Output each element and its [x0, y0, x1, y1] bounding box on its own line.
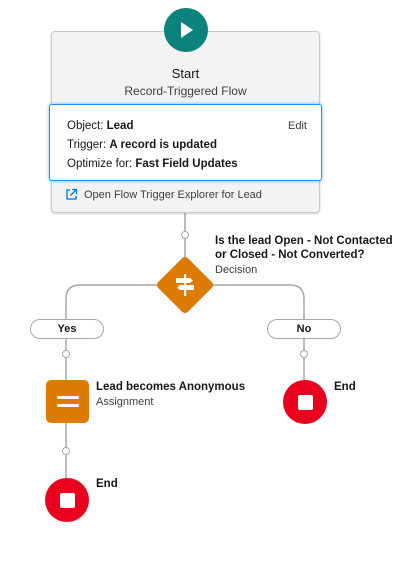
- object-label: Object:: [67, 120, 104, 132]
- trigger-row: Trigger: A record is updated: [67, 139, 217, 151]
- start-title: Start: [171, 66, 200, 81]
- end-label-yes: End: [96, 478, 118, 490]
- decision-icon: [176, 274, 194, 296]
- assignment-icon-bar: [56, 404, 79, 407]
- branch-yes-label[interactable]: Yes: [30, 319, 104, 339]
- add-element-dot[interactable]: [62, 350, 70, 358]
- end-node-no[interactable]: [283, 380, 327, 424]
- assignment-node[interactable]: [46, 380, 89, 423]
- optimize-label: Optimize for:: [67, 158, 133, 170]
- end-node-yes[interactable]: [45, 478, 89, 522]
- assignment-label: Lead becomes Anonymous: [96, 381, 246, 393]
- start-node-icon[interactable]: [164, 8, 208, 52]
- assignment-type: Assignment: [96, 396, 154, 408]
- external-link-icon: [66, 188, 78, 200]
- decision-type: Decision: [215, 264, 258, 276]
- optimize-value: Fast Field Updates: [135, 158, 238, 170]
- add-element-dot[interactable]: [181, 231, 189, 239]
- edit-link[interactable]: Edit: [288, 120, 307, 132]
- trigger-value: A record is updated: [109, 139, 217, 151]
- stop-icon: [297, 394, 313, 410]
- decision-label: Is the lead Open - Not Contacted or Clos…: [215, 234, 393, 262]
- trigger-label: Trigger:: [67, 139, 107, 151]
- explorer-link-label: Open Flow Trigger Explorer for Lead: [84, 188, 262, 201]
- add-element-dot[interactable]: [300, 350, 308, 358]
- start-subtitle: Record-Triggered Flow: [124, 84, 247, 98]
- play-icon: [181, 22, 193, 38]
- decision-label-line1: Is the lead Open - Not Contacted: [215, 235, 393, 247]
- add-element-dot[interactable]: [62, 447, 70, 455]
- branch-no-label[interactable]: No: [267, 319, 341, 339]
- decision-label-line2: or Closed - Not Converted?: [215, 249, 365, 261]
- open-trigger-explorer-link[interactable]: Open Flow Trigger Explorer for Lead: [65, 188, 262, 201]
- object-value: Lead: [106, 120, 134, 132]
- assignment-icon: [56, 396, 79, 399]
- trigger-details-panel[interactable]: Object: Lead Edit Trigger: A record is u…: [49, 104, 322, 181]
- optimize-row: Optimize for: Fast Field Updates: [67, 158, 238, 170]
- object-row: Object: Lead: [67, 120, 133, 132]
- stop-icon: [59, 492, 75, 508]
- end-label-no: End: [334, 381, 356, 393]
